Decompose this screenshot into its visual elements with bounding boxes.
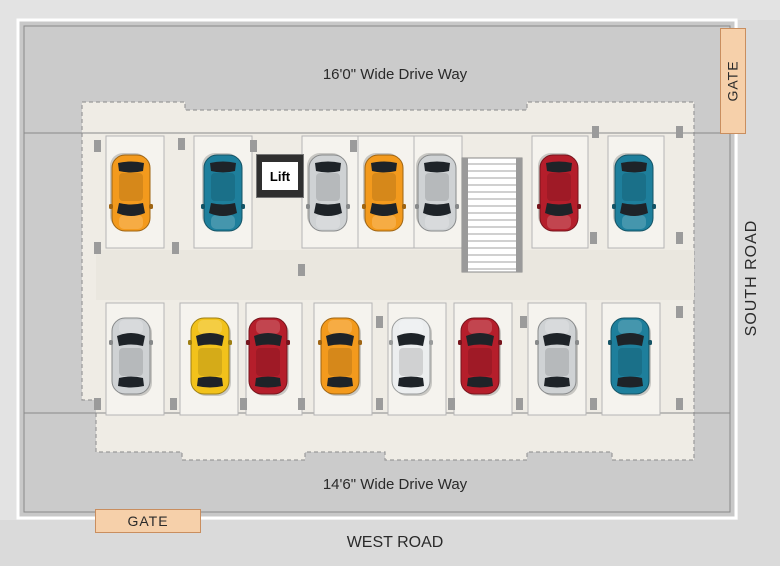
car bbox=[415, 153, 459, 232]
column bbox=[676, 126, 683, 138]
car bbox=[318, 317, 362, 396]
column bbox=[590, 398, 597, 410]
top-driveway-label: 16'0" Wide Drive Way bbox=[322, 66, 468, 83]
car bbox=[362, 153, 406, 232]
lift-label: Lift bbox=[262, 162, 298, 190]
car bbox=[535, 317, 579, 396]
car bbox=[537, 153, 581, 232]
south-road-label: SOUTH ROAD bbox=[743, 219, 760, 337]
car bbox=[109, 317, 153, 396]
column bbox=[676, 306, 683, 318]
column bbox=[520, 316, 527, 328]
car bbox=[109, 153, 153, 232]
column bbox=[250, 140, 257, 152]
west-gate-label: GATE bbox=[127, 513, 169, 529]
column bbox=[298, 398, 305, 410]
central-aisle bbox=[96, 250, 694, 300]
lift: Lift bbox=[256, 154, 304, 198]
west-gate: GATE bbox=[95, 509, 201, 533]
column bbox=[376, 316, 383, 328]
column bbox=[676, 398, 683, 410]
column bbox=[298, 264, 305, 276]
column bbox=[676, 232, 683, 244]
car bbox=[612, 153, 656, 232]
column bbox=[170, 398, 177, 410]
structural-columns bbox=[94, 126, 683, 410]
column bbox=[448, 398, 455, 410]
staircase bbox=[461, 157, 523, 273]
column bbox=[240, 398, 247, 410]
column bbox=[94, 242, 101, 254]
column bbox=[376, 398, 383, 410]
parked-cars bbox=[109, 153, 656, 396]
car bbox=[201, 153, 245, 232]
car bbox=[246, 317, 290, 396]
east-gate: GATE bbox=[720, 28, 746, 134]
column bbox=[178, 138, 185, 150]
east-gate-label: GATE bbox=[725, 60, 742, 102]
car bbox=[608, 317, 652, 396]
column bbox=[590, 232, 597, 244]
car bbox=[306, 153, 350, 232]
column bbox=[592, 126, 599, 138]
column bbox=[94, 140, 101, 152]
car bbox=[389, 317, 433, 396]
car bbox=[188, 317, 232, 396]
column bbox=[516, 398, 523, 410]
column bbox=[94, 398, 101, 410]
west-road-label: WEST ROAD bbox=[346, 534, 444, 551]
column bbox=[172, 242, 179, 254]
column bbox=[350, 140, 357, 152]
bottom-driveway-label: 14'6" Wide Drive Way bbox=[322, 476, 468, 493]
car bbox=[458, 317, 502, 396]
